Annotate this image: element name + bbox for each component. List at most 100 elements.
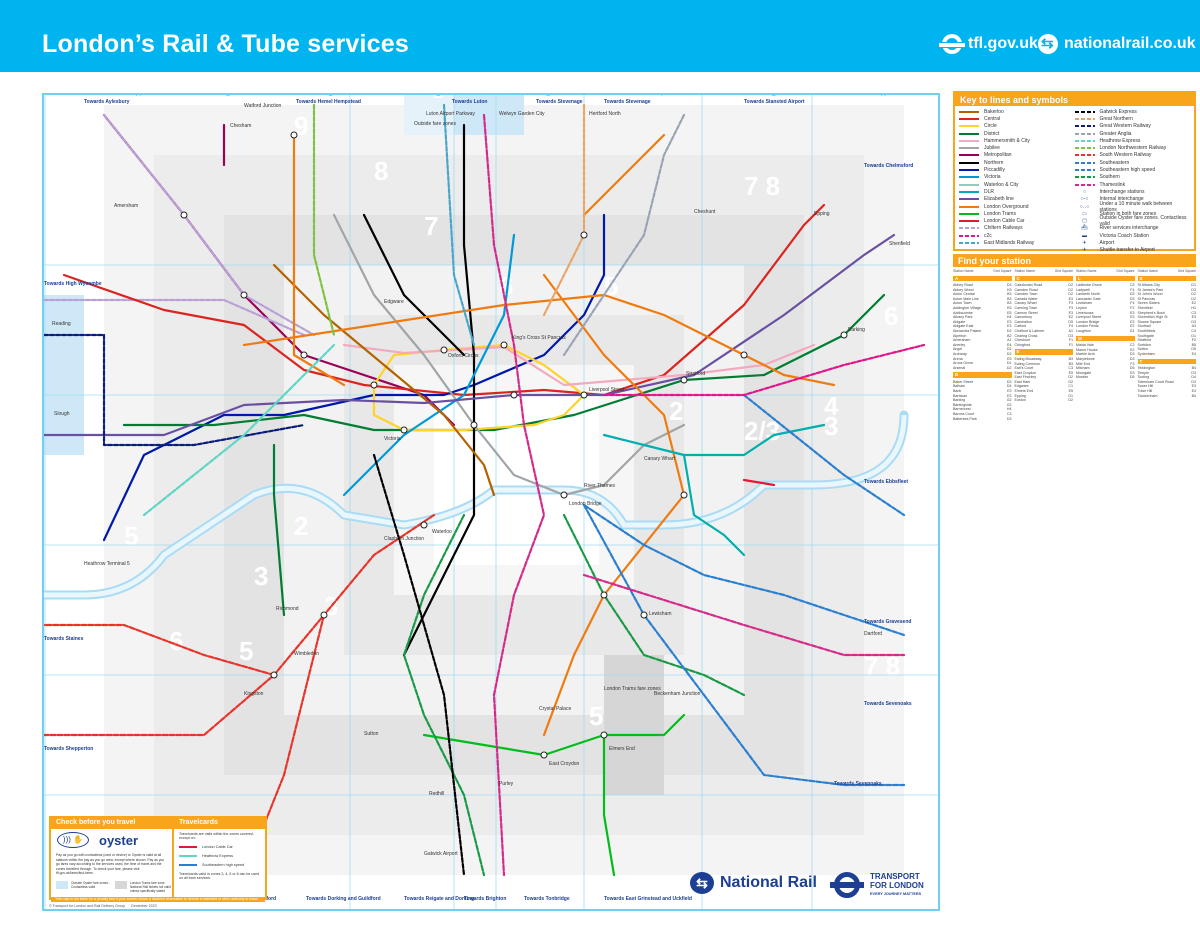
index-letter-header: B — [953, 372, 1012, 378]
key-line-central: Central — [959, 115, 1075, 122]
outside-oyster-swatch — [56, 881, 68, 889]
station-name: Shepherd's Bush — [1137, 310, 1165, 315]
svg-text:Towards Tonbridge: Towards Tonbridge — [524, 896, 570, 902]
station-name: London Fields — [1076, 324, 1099, 329]
key-title: Key to lines and symbols — [955, 93, 1194, 106]
grid-square: D5 — [1191, 347, 1196, 352]
line-swatch — [959, 161, 979, 164]
grid-square: C3 — [1068, 366, 1073, 371]
svg-text:Towards Hemel Hempstead: Towards Hemel Hempstead — [296, 99, 361, 105]
grid-square: D3 — [1129, 356, 1135, 361]
station-name: Canary Wharf — [1014, 301, 1037, 306]
grid-square: F3 — [1130, 361, 1135, 366]
svg-text:Reading: Reading — [52, 321, 71, 327]
both-zones-icon: ▭ — [1082, 210, 1087, 217]
grid-square: G1 — [1129, 329, 1135, 334]
station-name: Maida Vale — [1076, 343, 1094, 348]
check-before-travel-panel: Check before you travel Travelcards ))) … — [49, 816, 267, 902]
station-name: Ealing Common — [1014, 361, 1041, 366]
line-label: Southeastern — [1099, 159, 1130, 166]
trams-zone-label: London Trams fare zone. National Rail ti… — [130, 881, 171, 893]
grid-square: B2 — [1007, 333, 1012, 338]
find-station-title: Find your station — [953, 254, 1196, 267]
national-rail-logo-icon: ⇆ — [690, 872, 714, 894]
station-name: Southall — [1137, 324, 1151, 329]
station-name: Acton Main Line — [953, 296, 979, 301]
key-line-south-western-railway: South Western Railway — [1074, 152, 1191, 159]
grid-square: E3 — [1007, 319, 1012, 324]
station-name: Barkingside — [953, 402, 972, 407]
svg-text:Barking: Barking — [848, 327, 865, 333]
station-name: Mitcham — [1076, 366, 1090, 371]
grid-square: G2 — [1006, 402, 1012, 407]
station-name: Ladbroke Grove — [1076, 283, 1102, 288]
svg-text:Redhill: Redhill — [429, 791, 444, 797]
grid-square: D3 — [1191, 370, 1196, 375]
svg-text:5: 5 — [124, 521, 138, 551]
svg-text:Towards Sevenoaks: Towards Sevenoaks — [834, 781, 882, 787]
travelcards-title: Travelcards — [179, 819, 218, 826]
grid-square: C3 — [1191, 310, 1196, 315]
station-name: Shenfield — [1137, 306, 1153, 311]
station-name: Albany Park — [953, 315, 973, 320]
trams-zone-swatch — [115, 881, 127, 889]
col-header-name: Station Name — [1137, 269, 1159, 273]
line-swatch — [959, 212, 979, 215]
key-line-gatwick-express: Gatwick Express — [1074, 108, 1191, 115]
key-symbol: ○‥○Under a 10 minute walk between statio… — [1075, 201, 1191, 213]
grid-square: B5 — [1191, 342, 1196, 347]
rail-tube-map[interactable]: 9 8 7 6 5 7 8 6 4 2 2/3 3 2 3 3 6 5 5 7 … — [42, 93, 940, 911]
line-label: Southeastern high speed — [1099, 167, 1156, 174]
grid-square: E5 — [1068, 370, 1073, 375]
grid-square: A1 — [1007, 338, 1012, 343]
grid-square: G2 — [1006, 398, 1012, 403]
svg-text:Cheshunt: Cheshunt — [694, 209, 716, 215]
station-name: Manor House — [1076, 347, 1098, 352]
national-rail-link[interactable]: nationalrail.co.uk — [1038, 34, 1196, 54]
station-index-entry: Shepherd's Bush C3 — [1138, 311, 1197, 316]
grid-square: D2 — [1006, 365, 1012, 370]
grid-square: E3 — [1130, 370, 1135, 375]
line-swatch — [1074, 161, 1095, 164]
line-label: District — [984, 130, 1000, 137]
station-name: Elmers End — [1014, 389, 1034, 394]
grid-square: E3 — [1130, 319, 1135, 324]
line-swatch — [1074, 125, 1095, 128]
line-swatch — [1074, 183, 1095, 186]
station-name: East Finchley — [1014, 375, 1037, 380]
tfl-link[interactable]: tfl.gov.uk — [939, 34, 1038, 54]
col-header-square: Grid Square — [1054, 269, 1073, 273]
line-swatch — [959, 183, 979, 186]
station-name: Caledonian Road — [1014, 283, 1043, 288]
line-swatch — [1074, 117, 1095, 120]
col-header-square: Grid Square — [1116, 269, 1135, 273]
symbol-label: Station in both fare zones — [1099, 210, 1157, 217]
oyster-logo: oyster — [99, 833, 139, 848]
station-name: Teddington — [1137, 366, 1156, 371]
grid-lines — [44, 95, 938, 909]
key-line-northern: Northern — [959, 159, 1075, 166]
check-title: Check before you travel — [56, 819, 136, 826]
station-name: Edgware — [1014, 384, 1029, 389]
grid-square: H4 — [1006, 407, 1012, 412]
svg-text:3: 3 — [254, 561, 268, 591]
svg-text:6: 6 — [884, 301, 898, 331]
key-line-hammersmith-city: Hammersmith & City — [959, 137, 1075, 144]
line-label: Jubilee — [984, 145, 1000, 152]
